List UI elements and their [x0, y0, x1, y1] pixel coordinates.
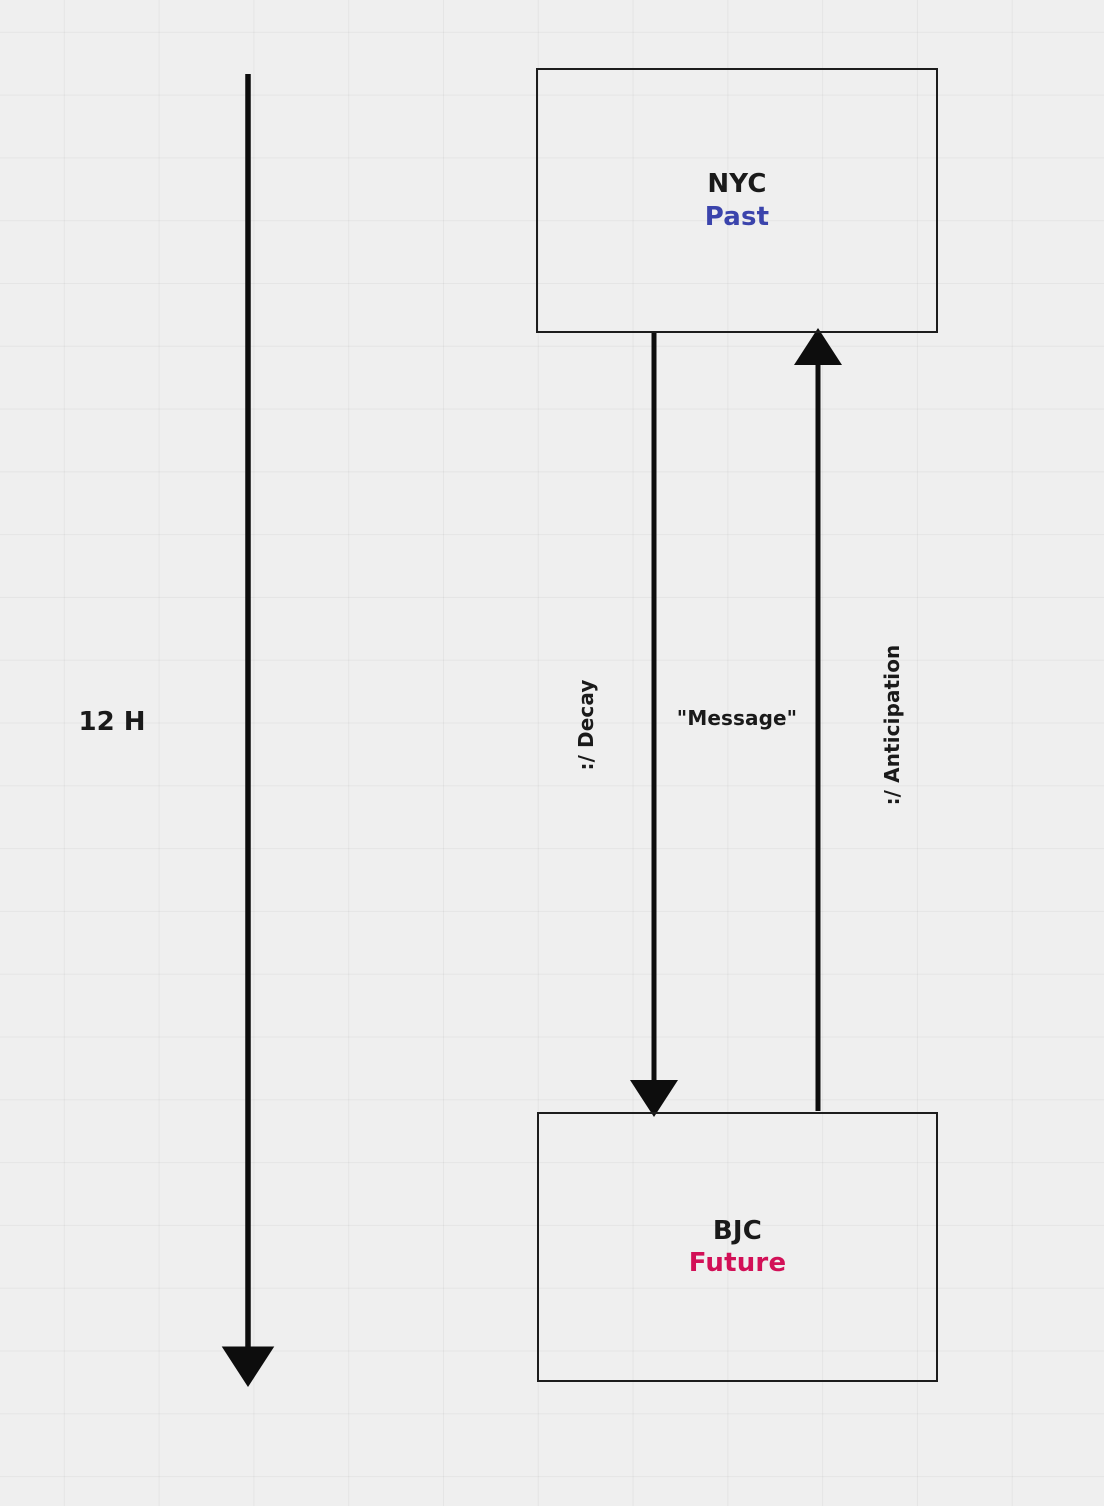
node-nyc-subtitle: Past — [704, 201, 770, 232]
edge-label-decay: :/ Decay — [574, 679, 598, 771]
timeline-duration-label: 12 H — [78, 707, 146, 737]
node-nyc[interactable]: NYC Past — [536, 68, 938, 333]
node-bjc-subtitle: Future — [688, 1248, 787, 1278]
edge-label-anticipation: :/ Anticipation — [880, 644, 904, 806]
edge-label-message: "Message" — [676, 706, 798, 730]
node-nyc-title: NYC — [707, 169, 767, 200]
node-bjc-title: BJC — [712, 1215, 763, 1246]
node-bjc[interactable]: BJC Future — [537, 1112, 938, 1382]
